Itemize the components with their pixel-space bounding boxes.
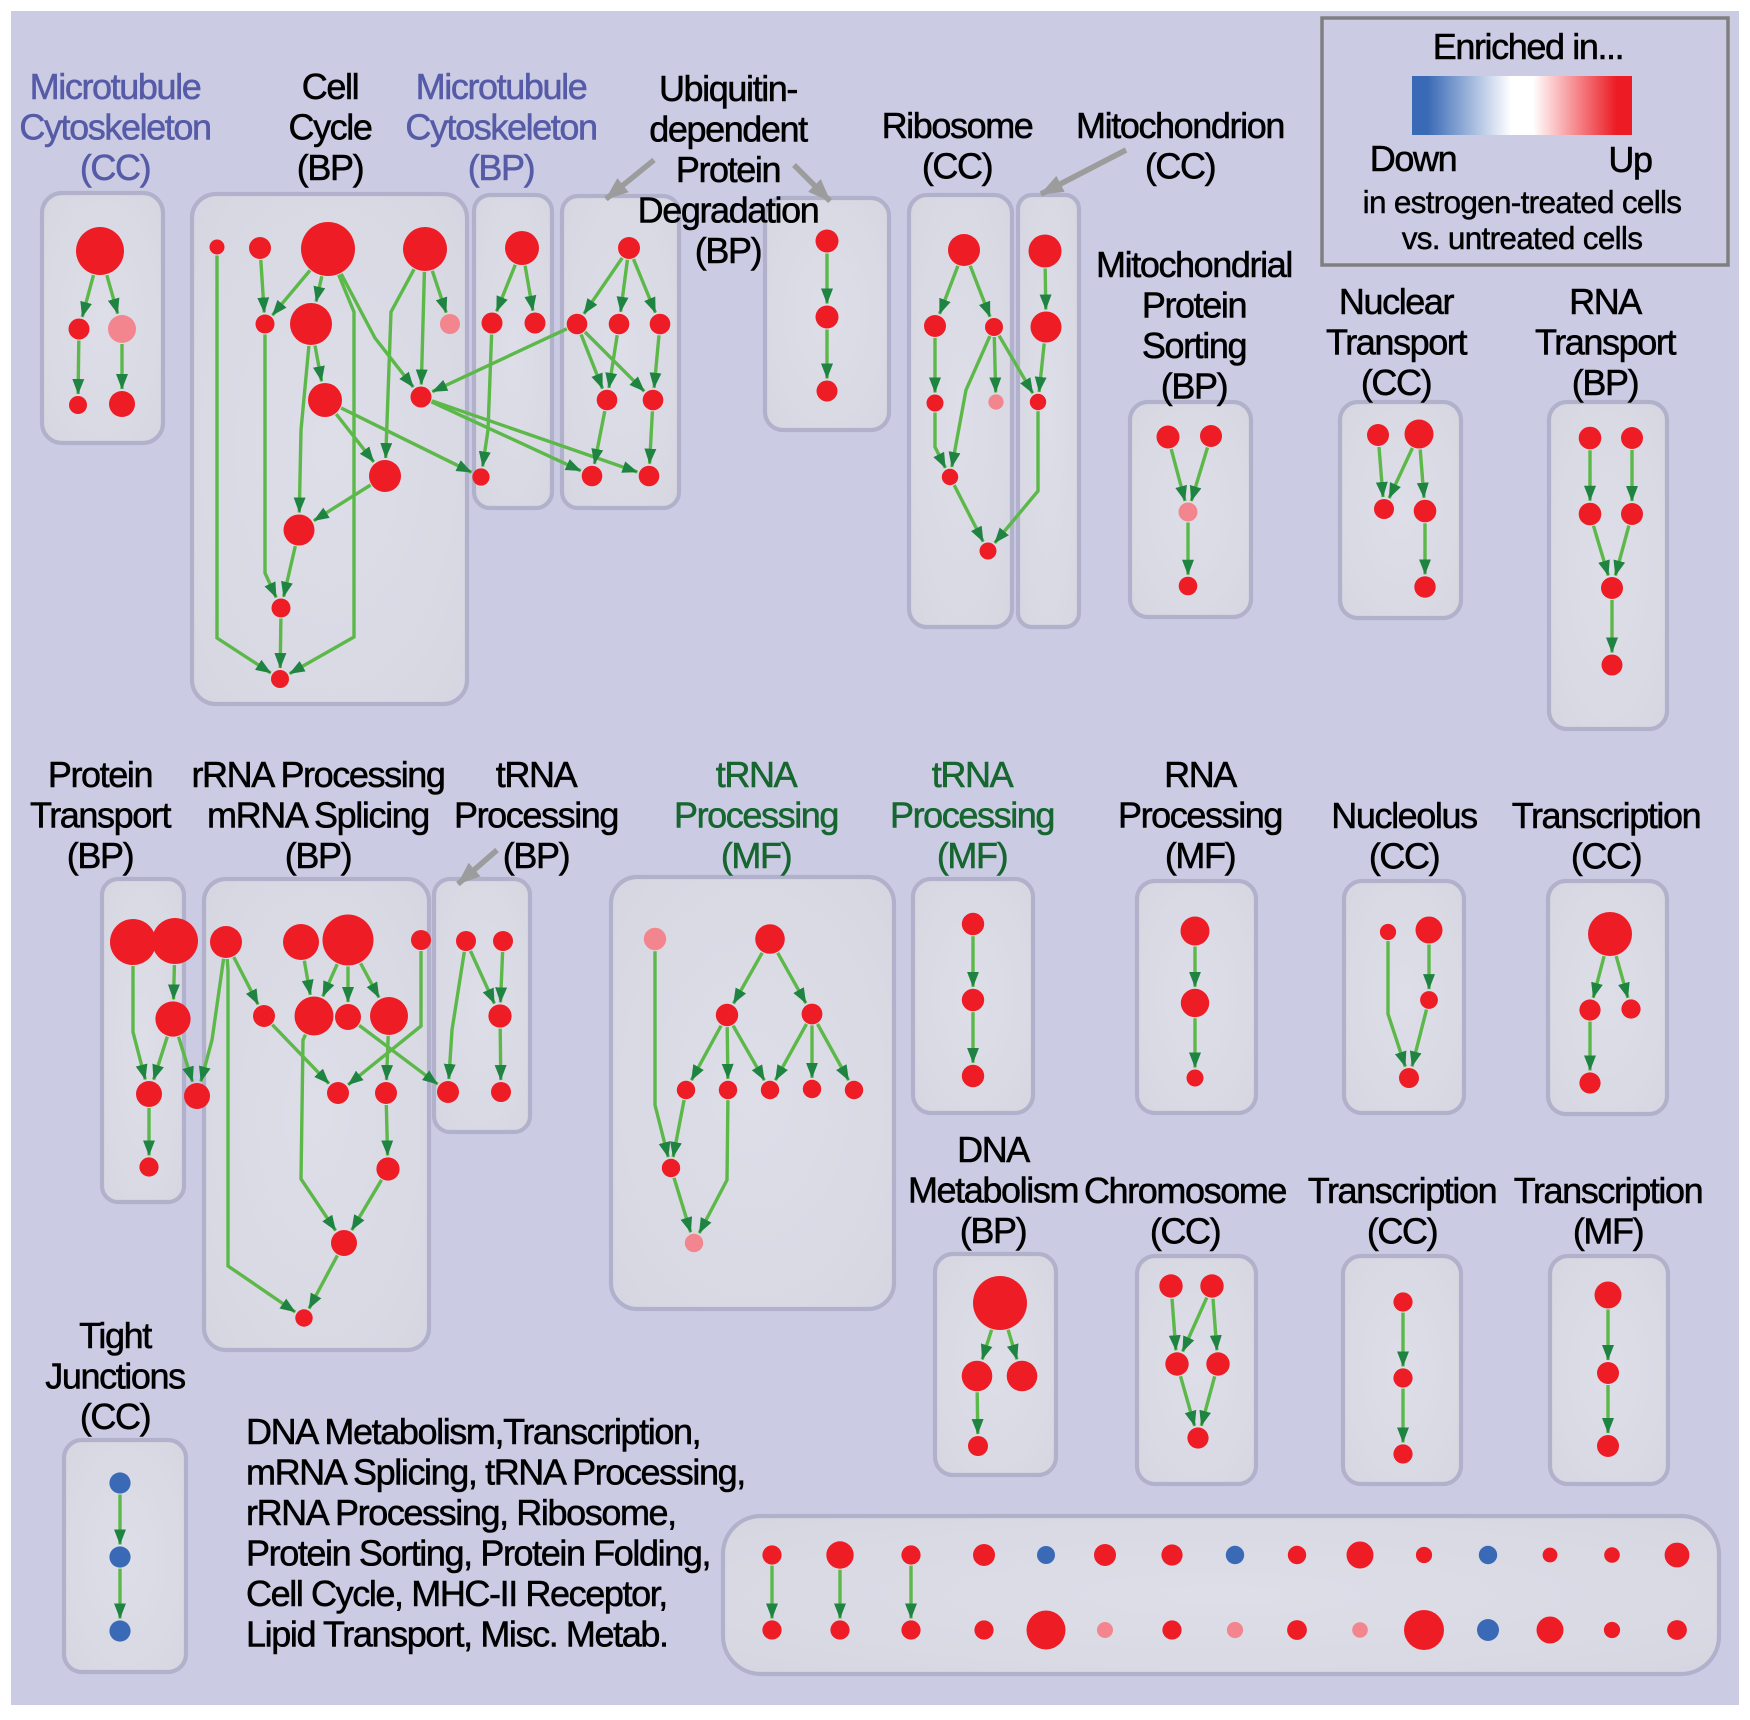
svg-text:(CC): (CC) xyxy=(1571,836,1641,877)
svg-text:(BP): (BP) xyxy=(503,835,569,876)
svg-text:Ubiquitin-: Ubiquitin- xyxy=(659,68,797,109)
svg-text:Mitochondrial: Mitochondrial xyxy=(1096,244,1292,285)
svg-text:Down: Down xyxy=(1370,138,1456,179)
svg-text:vs. untreated cells: vs. untreated cells xyxy=(1402,220,1643,256)
svg-text:(CC): (CC) xyxy=(1145,146,1215,187)
svg-text:Tight: Tight xyxy=(79,1315,152,1356)
svg-text:Cycle: Cycle xyxy=(288,107,371,148)
svg-text:(MF): (MF) xyxy=(721,835,791,876)
svg-text:RNA: RNA xyxy=(1569,281,1642,322)
svg-text:Mitochondrion: Mitochondrion xyxy=(1076,105,1284,146)
svg-text:(BP): (BP) xyxy=(468,147,534,188)
svg-text:Cytoskeleton: Cytoskeleton xyxy=(405,107,596,148)
svg-text:(BP): (BP) xyxy=(1161,366,1227,407)
svg-text:Transport: Transport xyxy=(1326,322,1468,363)
svg-text:(BP): (BP) xyxy=(285,835,351,876)
svg-text:rRNA Processing, Ribosome,: rRNA Processing, Ribosome, xyxy=(246,1492,676,1533)
svg-text:Protein: Protein xyxy=(676,149,780,190)
svg-text:tRNA: tRNA xyxy=(496,754,578,795)
svg-text:(MF): (MF) xyxy=(1165,835,1235,876)
svg-text:Protein Sorting, Protein Foldi: Protein Sorting, Protein Folding, xyxy=(246,1533,710,1574)
svg-text:(BP): (BP) xyxy=(1572,362,1638,403)
svg-text:DNA Metabolism,Transcription,: DNA Metabolism,Transcription, xyxy=(246,1411,700,1452)
svg-text:Processing: Processing xyxy=(454,795,618,836)
svg-text:(CC): (CC) xyxy=(1367,1211,1437,1252)
svg-text:Enriched in...: Enriched in... xyxy=(1433,26,1624,67)
svg-text:Degradation: Degradation xyxy=(638,190,819,231)
svg-text:(CC): (CC) xyxy=(922,146,992,187)
svg-text:(CC): (CC) xyxy=(1361,362,1431,403)
svg-text:Processing: Processing xyxy=(674,795,838,836)
svg-text:Transcription: Transcription xyxy=(1512,795,1701,836)
svg-text:Transport: Transport xyxy=(30,795,172,836)
svg-text:Microtubule: Microtubule xyxy=(416,66,587,107)
svg-text:Processing: Processing xyxy=(890,795,1054,836)
svg-text:Processing: Processing xyxy=(1118,795,1282,836)
svg-text:dependent: dependent xyxy=(649,109,808,150)
svg-text:Microtubule: Microtubule xyxy=(30,66,201,107)
svg-text:tRNA: tRNA xyxy=(716,754,798,795)
svg-text:Chromosome: Chromosome xyxy=(1084,1170,1286,1211)
svg-text:(CC): (CC) xyxy=(1150,1211,1220,1252)
svg-text:mRNA Splicing, tRNA Processing: mRNA Splicing, tRNA Processing, xyxy=(246,1452,745,1493)
svg-text:(CC): (CC) xyxy=(80,1396,150,1437)
svg-text:rRNA Processing: rRNA Processing xyxy=(191,754,444,795)
svg-text:Protein: Protein xyxy=(48,754,152,795)
svg-text:Nuclear: Nuclear xyxy=(1339,281,1455,322)
svg-text:(BP): (BP) xyxy=(695,230,761,271)
svg-text:Junctions: Junctions xyxy=(45,1356,185,1397)
svg-text:Lipid Transport, Misc. Metab.: Lipid Transport, Misc. Metab. xyxy=(246,1614,668,1655)
svg-text:Cytoskeleton: Cytoskeleton xyxy=(19,107,210,148)
svg-text:(MF): (MF) xyxy=(937,835,1007,876)
svg-text:Up: Up xyxy=(1608,139,1652,180)
svg-text:(BP): (BP) xyxy=(67,835,133,876)
svg-text:(MF): (MF) xyxy=(1573,1211,1643,1252)
svg-text:Nucleolus: Nucleolus xyxy=(1331,795,1477,836)
svg-text:Transport: Transport xyxy=(1535,322,1677,363)
svg-text:RNA: RNA xyxy=(1164,754,1237,795)
svg-text:mRNA Splicing: mRNA Splicing xyxy=(207,795,429,836)
svg-text:Protein: Protein xyxy=(1142,285,1246,326)
svg-text:(CC): (CC) xyxy=(1369,836,1439,877)
svg-text:(CC): (CC) xyxy=(80,147,150,188)
svg-text:tRNA: tRNA xyxy=(932,754,1014,795)
svg-text:DNA: DNA xyxy=(957,1129,1030,1170)
svg-text:Cell: Cell xyxy=(302,66,358,107)
svg-text:in estrogen-treated cells: in estrogen-treated cells xyxy=(1363,184,1682,220)
svg-text:Ribosome: Ribosome xyxy=(882,105,1033,146)
svg-text:(BP): (BP) xyxy=(960,1210,1026,1251)
svg-text:Transcription: Transcription xyxy=(1514,1170,1703,1211)
svg-text:Sorting: Sorting xyxy=(1142,325,1246,366)
svg-text:Cell Cycle, MHC-II Receptor,: Cell Cycle, MHC-II Receptor, xyxy=(246,1573,667,1614)
svg-text:(BP): (BP) xyxy=(297,147,363,188)
svg-text:Metabolism: Metabolism xyxy=(908,1170,1078,1211)
svg-text:Transcription: Transcription xyxy=(1308,1170,1497,1211)
